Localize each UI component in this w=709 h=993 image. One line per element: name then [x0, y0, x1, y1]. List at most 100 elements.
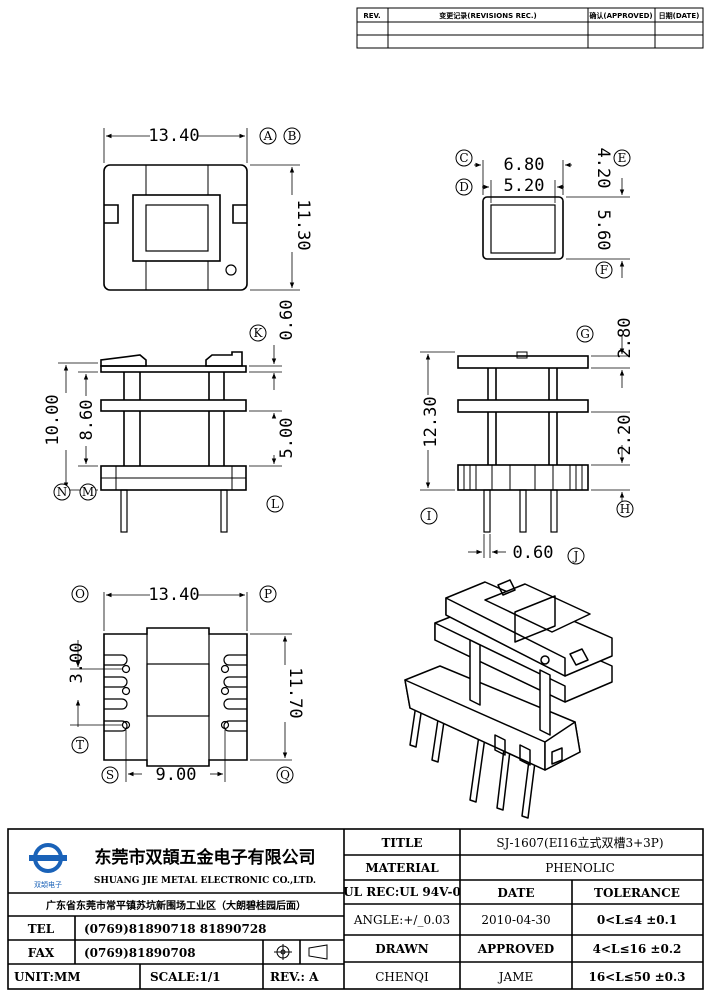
approved-label: APPROVED: [477, 942, 554, 956]
dim-slot-outer: 6.80: [504, 155, 545, 175]
callout-t: T: [76, 738, 84, 752]
callout-d-circle: [455, 178, 473, 196]
changes-header: 变更记录(REVISIONS REC.): [439, 11, 537, 20]
callout-p-circle: [259, 585, 277, 603]
callout-a-circle: [259, 127, 277, 145]
callout-c: C: [459, 151, 468, 165]
dim-side-inner: 8.60: [77, 400, 97, 441]
approved-value: JAME: [497, 970, 534, 984]
callout-f: F: [600, 263, 608, 277]
tel-value: (0769)81890718 81890728: [84, 922, 267, 936]
company-name-cn: 东莞市双頡五金电子有限公司: [95, 847, 316, 868]
callout-j: J: [572, 549, 579, 563]
dim-front-total: 12.30: [421, 396, 441, 447]
isometric-view: [404, 579, 613, 819]
company-address: 广东省东莞市常平镇苏坑新围场工业区（大朗碧桂园后面）: [46, 899, 306, 912]
bottom-view: [103, 627, 248, 767]
callout-j-circle: [567, 547, 585, 565]
callout-q-circle: [276, 766, 294, 784]
dim-pin-pitch: 3.00: [67, 643, 87, 684]
dim-top-width: 13.40: [148, 126, 199, 146]
tolerance-row-2: 4<L≤16 ±0.2: [593, 942, 682, 956]
title-block: [7, 828, 704, 990]
callout-b: B: [288, 129, 297, 143]
slot-view: [482, 196, 564, 260]
callout-a: A: [263, 129, 273, 143]
slot-view-dims: [474, 160, 630, 278]
callout-o: O: [75, 587, 85, 601]
callout-i-circle: [420, 507, 438, 525]
callout-e-circle: [613, 149, 631, 167]
date-header: 日期(DATE): [659, 11, 700, 20]
dim-top-height: 11.30: [293, 199, 313, 250]
tolerance-label: TOLERANCE: [594, 886, 680, 900]
callout-l-circle: [266, 495, 284, 513]
title-value: SJ-1607(EI16立式双槽3+3P): [496, 835, 663, 850]
dim-pin-row: 9.00: [156, 765, 197, 785]
fax-value: (0769)81890708: [84, 946, 196, 960]
callout-h-circle: [616, 500, 634, 518]
callout-b-circle: [283, 127, 301, 145]
callout-q: Q: [280, 768, 290, 782]
material-label: MATERIAL: [365, 861, 439, 875]
bottom-view-dims: [70, 592, 292, 782]
dim-front-h: 2.20: [615, 415, 635, 456]
date-label: DATE: [497, 886, 534, 900]
rev-header: REV.: [363, 12, 380, 20]
callout-n-circle: [53, 483, 71, 501]
tolerance-row-1: 0<L≤4 ±0.1: [597, 913, 677, 927]
dim-slot-inner: 5.20: [504, 176, 545, 196]
callout-k: K: [254, 326, 264, 340]
top-view: [103, 164, 248, 291]
rev-label: REV.: A: [270, 970, 319, 984]
callout-i: I: [427, 509, 432, 523]
callout-k-circle: [249, 324, 267, 342]
tel-label: TEL: [28, 922, 55, 936]
callout-p: P: [264, 587, 272, 601]
ul-rec: UL REC:UL 94V-0: [343, 885, 461, 899]
dim-front-g: 2.80: [615, 318, 635, 359]
approved-header: 确认(APPROVED): [589, 11, 652, 20]
callout-f-circle: [595, 261, 613, 279]
top-view-dims: [103, 128, 300, 291]
callout-o-circle: [71, 585, 89, 603]
callout-l: L: [271, 497, 279, 511]
dim-bottom-height: 11.70: [285, 667, 305, 718]
material-value: PHENOLIC: [545, 861, 615, 875]
callout-g-circle: [576, 325, 594, 343]
callout-c-circle: [455, 149, 473, 167]
dim-side-lower: 5.00: [277, 418, 297, 459]
revision-table: [356, 7, 704, 49]
dim-pin-width: 0.60: [513, 543, 554, 563]
projection-symbol-icon: [274, 944, 328, 960]
callout-s: S: [106, 768, 114, 782]
dim-flange-k: 0.60: [277, 300, 297, 341]
callout-h: H: [620, 502, 630, 516]
callout-g: G: [580, 327, 590, 341]
company-logo: [29, 843, 67, 873]
callout-e: E: [618, 151, 627, 165]
fax-label: FAX: [28, 946, 55, 960]
dim-slot-height: 5.60: [593, 210, 613, 251]
drawn-value: CHENQI: [375, 970, 429, 984]
dim-slot-e: 4.20: [593, 148, 613, 189]
logo-text: 双頡电子: [34, 880, 62, 889]
callout-n: N: [57, 485, 68, 499]
callout-m-circle: [79, 483, 97, 501]
callout-s-circle: [101, 766, 119, 784]
callout-m: M: [82, 485, 94, 499]
dim-bottom-width: 13.40: [148, 585, 199, 605]
dim-side-total: 10.00: [43, 394, 63, 445]
drawn-label: DRAWN: [375, 942, 429, 956]
title-label: TITLE: [381, 836, 422, 850]
front-view-dims: [420, 336, 630, 558]
side-view: [100, 351, 247, 533]
front-view: [457, 351, 589, 533]
tolerance-row-3: 16<L≤50 ±0.3: [588, 970, 685, 984]
callout-t-circle: [71, 736, 89, 754]
company-name-en: SHUANG JIE METAL ELECTRONIC CO.,LTD.: [94, 876, 316, 886]
scale-label: SCALE:1/1: [150, 970, 221, 984]
callout-d: D: [459, 180, 469, 194]
